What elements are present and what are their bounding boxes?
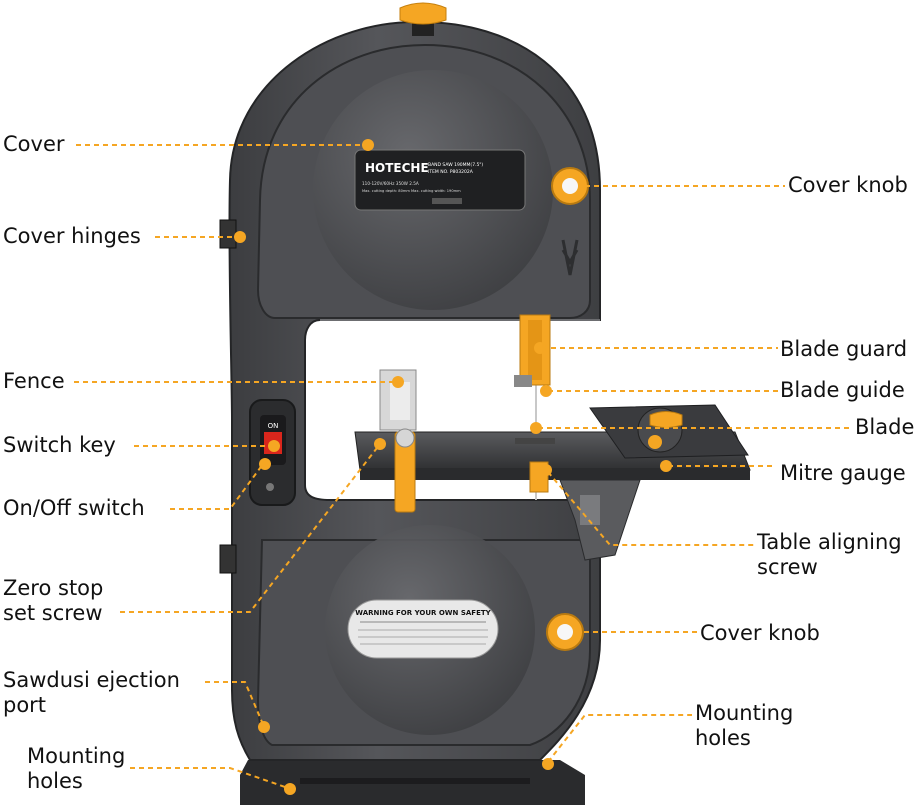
base-plate [240,760,585,805]
fence-lock-lever [394,428,416,513]
dot-blade [530,422,542,434]
dot-mitre [660,460,672,472]
leader-lines [74,144,852,789]
leader-mounting-right [547,714,692,763]
callout-cover: Cover [3,132,65,156]
plate-line1: BAND SAW 190MM(7.5") [428,162,483,168]
callout-switch-key: Switch key [3,433,116,457]
dot-mounting-left [284,783,296,795]
callout-zero-stop: Zero stop set screw [3,576,104,625]
callout-table-aligning: Table aligning screw [757,530,902,579]
plate-line3: 110-120V/60Hz 350W 2.5A [362,181,419,186]
callout-blade: Blade [855,415,915,439]
callout-sawdust-port: Sawdusi ejection port [3,668,180,717]
dot-cover [362,139,374,151]
callout-mounting-left: Mounting holes [27,744,126,793]
leader-table-aligning [547,471,754,546]
mitre-gauge [589,404,749,459]
cover-knob-lower [546,613,584,651]
tension-knob [399,2,447,36]
dot-sawdust [258,721,270,733]
leader-mounting-left [130,767,289,789]
brand-text: HOTECHE [365,161,429,175]
leader-zero-stop [120,443,381,613]
warning-plate: WARNING FOR YOUR OWN SAFETY [347,599,499,659]
callout-cover-knob-bottom: Cover knob [700,621,820,645]
callout-fence: Fence [3,369,65,393]
dot-blade-guide [540,385,552,397]
plate-line4: Max. cutting depth: 80mm Max. cutting wi… [362,189,461,193]
dot-switch-key [268,440,280,452]
dot-zero-stop [374,438,386,450]
leader-sawdust [205,681,263,723]
callout-mitre-gauge: Mitre gauge [780,461,906,485]
callout-cover-hinges: Cover hinges [3,224,141,248]
switch-on-text: ON [268,422,279,430]
callout-onoff-switch: On/Off switch [3,496,145,520]
dot-fence [392,376,404,388]
warning-title: WARNING FOR YOUR OWN SAFETY [355,609,491,617]
plate-line2: ITEM NO. P803202A [428,169,474,175]
callout-mounting-right: Mounting holes [695,701,794,750]
dot-cover-hinges [234,231,246,243]
dot-table-aligning [540,464,552,476]
label-plate: HOTECHE BAND SAW 190MM(7.5") ITEM NO. P8… [354,149,526,211]
cover-hinges [219,219,237,574]
callout-blade-guard: Blade guard [780,337,908,361]
callout-dots [234,139,672,795]
dot-blade-guard [534,342,546,354]
dot-mounting-right [542,758,554,770]
dot-onoff [259,458,271,470]
leader-onoff [170,463,264,510]
cover-knob-upper [551,167,589,205]
callout-cover-knob-top: Cover knob [788,173,908,197]
callout-blade-guide: Blade guide [780,378,905,402]
switch-panel: ON [249,399,296,506]
